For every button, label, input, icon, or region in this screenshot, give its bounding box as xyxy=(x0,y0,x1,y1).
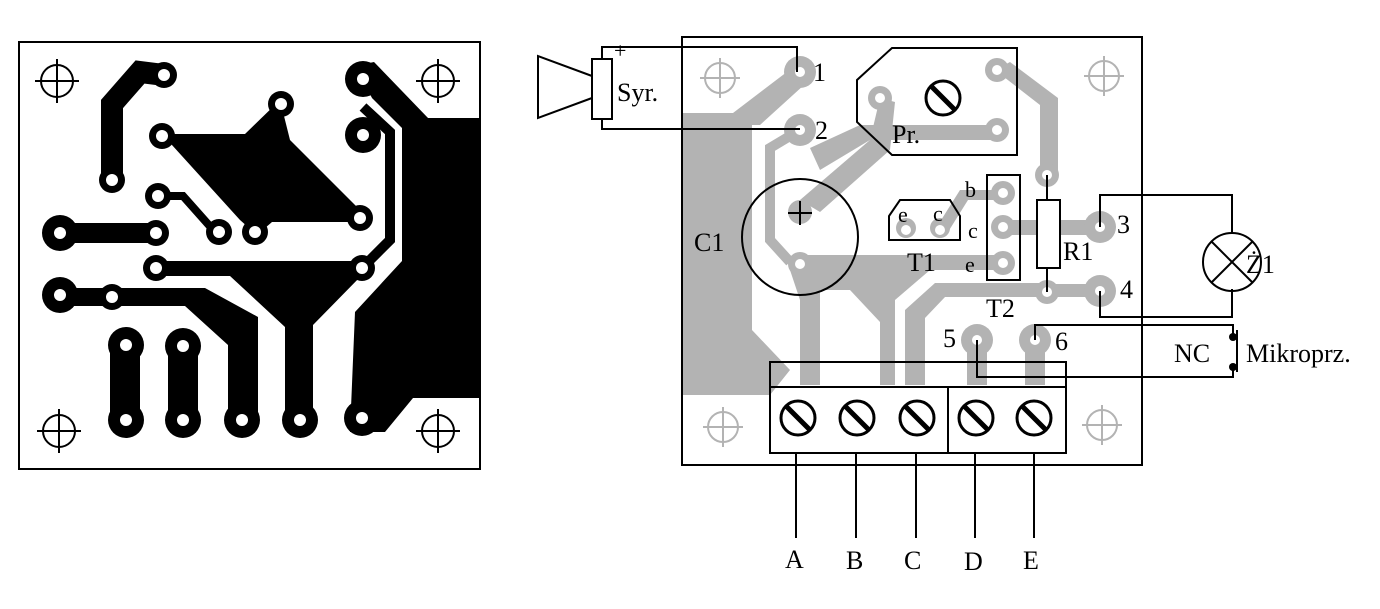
mounting-hole xyxy=(1084,56,1124,96)
capacitor-label: C1 xyxy=(694,228,724,257)
mounting-hole xyxy=(1082,405,1122,445)
microswitch-label: Mikroprz. xyxy=(1246,339,1351,368)
switch-contact xyxy=(1229,333,1237,341)
pad-label-5: 5 xyxy=(943,324,956,353)
mounting-hole xyxy=(416,59,460,103)
capacitor-symbol xyxy=(741,178,859,296)
pad-label-1: 1 xyxy=(813,58,826,87)
component-side-board: + Syr. 1 2 Pr. C1 e c T1 b c e T2 xyxy=(537,36,1351,576)
t1-label: T1 xyxy=(907,248,936,277)
mounting-hole xyxy=(703,407,743,447)
copper-pads xyxy=(42,61,381,438)
resistor-symbol xyxy=(1036,175,1061,292)
t2-pin-b: b xyxy=(965,177,976,202)
lamp-wiring xyxy=(1099,194,1262,318)
t2-pin-c: c xyxy=(968,218,978,243)
copper-side-board xyxy=(18,41,481,470)
buzzer-label: Syr. xyxy=(617,78,658,107)
terminal-screws xyxy=(779,399,1053,437)
t2-pin-e: e xyxy=(965,252,975,277)
pad-label-4: 4 xyxy=(1120,275,1133,304)
buzzer-polarity: + xyxy=(614,38,626,63)
terminal-block xyxy=(769,361,1067,454)
transistor-t2-symbol xyxy=(986,174,1021,281)
t1-pin-c: c xyxy=(933,201,943,226)
buzzer-symbol xyxy=(537,46,800,130)
terminal-label-e: E xyxy=(1023,546,1039,575)
ghost-copper xyxy=(683,56,1116,395)
lamp-label: Ż1 xyxy=(1246,250,1275,279)
terminal-leads xyxy=(795,453,1035,538)
ground-plane xyxy=(350,98,480,432)
copper-polygon xyxy=(156,261,362,420)
terminal-label-b: B xyxy=(846,546,863,575)
t2-label: T2 xyxy=(986,294,1015,323)
mounting-hole xyxy=(37,409,81,453)
mounting-hole xyxy=(35,59,79,103)
microswitch-type: NC xyxy=(1174,339,1210,368)
board-outline xyxy=(681,36,1143,466)
copper-trace xyxy=(358,103,395,272)
terminal-label-c: C xyxy=(904,546,921,575)
pad-label-3: 3 xyxy=(1117,210,1130,239)
screw-icon xyxy=(1015,399,1053,437)
potentiometer-symbol xyxy=(856,47,1018,156)
terminal-label-a: A xyxy=(785,545,804,574)
screw-icon xyxy=(957,399,995,437)
screw-icon xyxy=(779,399,817,437)
copper-polygon xyxy=(162,100,360,235)
screw-icon xyxy=(838,399,876,437)
terminal-label-d: D xyxy=(964,547,983,576)
pad-label-6: 6 xyxy=(1055,327,1068,356)
transistor-t1-symbol xyxy=(888,199,961,241)
pad-label-2: 2 xyxy=(815,116,828,145)
copper-polygon xyxy=(60,288,258,420)
resistor-label: R1 xyxy=(1063,237,1093,266)
mounting-hole xyxy=(416,409,460,453)
switch-contact xyxy=(1229,363,1237,371)
mounting-hole xyxy=(700,58,740,98)
potentiometer-label: Pr. xyxy=(892,120,920,149)
screw-icon xyxy=(898,399,936,437)
t1-pin-e: e xyxy=(898,202,908,227)
